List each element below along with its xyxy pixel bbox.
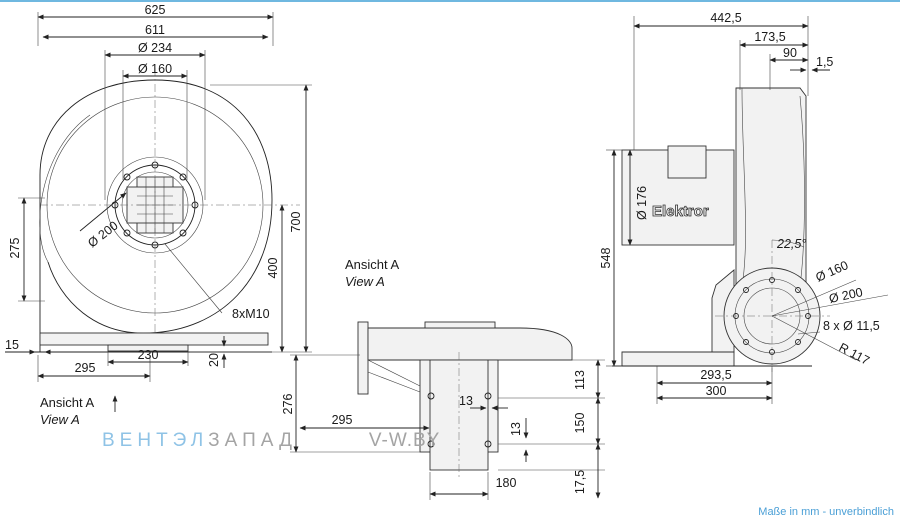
dim-293-5: 293,5 [700,368,731,382]
dim-dia-160: Ø 160 [138,62,172,76]
dim-548: 548 [599,248,613,269]
dim-442-5: 442,5 [710,11,741,25]
dim-173-5: 173,5 [754,30,785,44]
dim-8xm10: 8xM10 [232,307,270,321]
dim-dia-200-side: Ø 200 [828,285,864,306]
dim-295-view-a: 295 [332,413,353,427]
dim-8x-11-5: 8 x Ø 11,5 [823,319,880,333]
dim-295: 295 [75,361,96,375]
dim-700: 700 [289,212,303,233]
watermark-part-2: ЗАПАД [208,430,297,451]
view-a-title-de: Ansicht A [345,257,400,272]
dim-17-5: 17,5 [573,470,587,494]
angle-22-5: 22,5° [776,237,806,251]
dim-275: 275 [8,238,22,259]
dim-150: 150 [573,413,587,434]
watermark: ВЕНТЭЛЗАПАД V-W.BY [102,430,440,452]
ansicht-a-label: Ansicht A [40,395,95,410]
watermark-part-3: V-W.BY [368,430,441,451]
dim-dia-176: Ø 176 [635,186,649,220]
dim-625: 625 [145,3,166,17]
footnote: Maße in mm - unverbindlich [758,506,894,518]
dim-230: 230 [138,348,159,362]
view-a-labels: Ansicht A View A 276 295 13 113 13 150 1… [281,257,587,494]
dim-13-vertical: 13 [509,422,523,436]
elektror-logo: Elektror [652,203,709,220]
dim-113: 113 [573,370,587,390]
dim-dia-200: Ø 200 [85,218,120,250]
view-a-label: View A [40,412,80,427]
dim-15: 15 [5,338,19,352]
side-view-labels: 442,5 173,5 90 1,5 Ø 176 548 22,5° Ø 160… [599,11,880,398]
dim-dia-160-side: Ø 160 [814,258,851,285]
dim-276: 276 [281,394,295,415]
dim-300: 300 [706,384,727,398]
front-view [5,12,312,412]
dim-611: 611 [145,23,165,37]
dim-r-117: R 117 [837,340,872,368]
top-rule [0,0,900,2]
dim-400: 400 [266,258,280,279]
view-a-title-en: View A [345,274,385,289]
dim-1-5: 1,5 [816,55,833,69]
dim-dia-234: Ø 234 [138,41,172,55]
side-view-drawing [606,16,889,404]
watermark-part-1: ВЕНТЭЛ [102,430,209,451]
view-a-drawing [290,321,605,500]
dim-13-horizontal: 13 [459,394,473,408]
dim-90: 90 [783,46,797,60]
dim-20: 20 [207,353,221,367]
dim-180: 180 [496,476,517,490]
